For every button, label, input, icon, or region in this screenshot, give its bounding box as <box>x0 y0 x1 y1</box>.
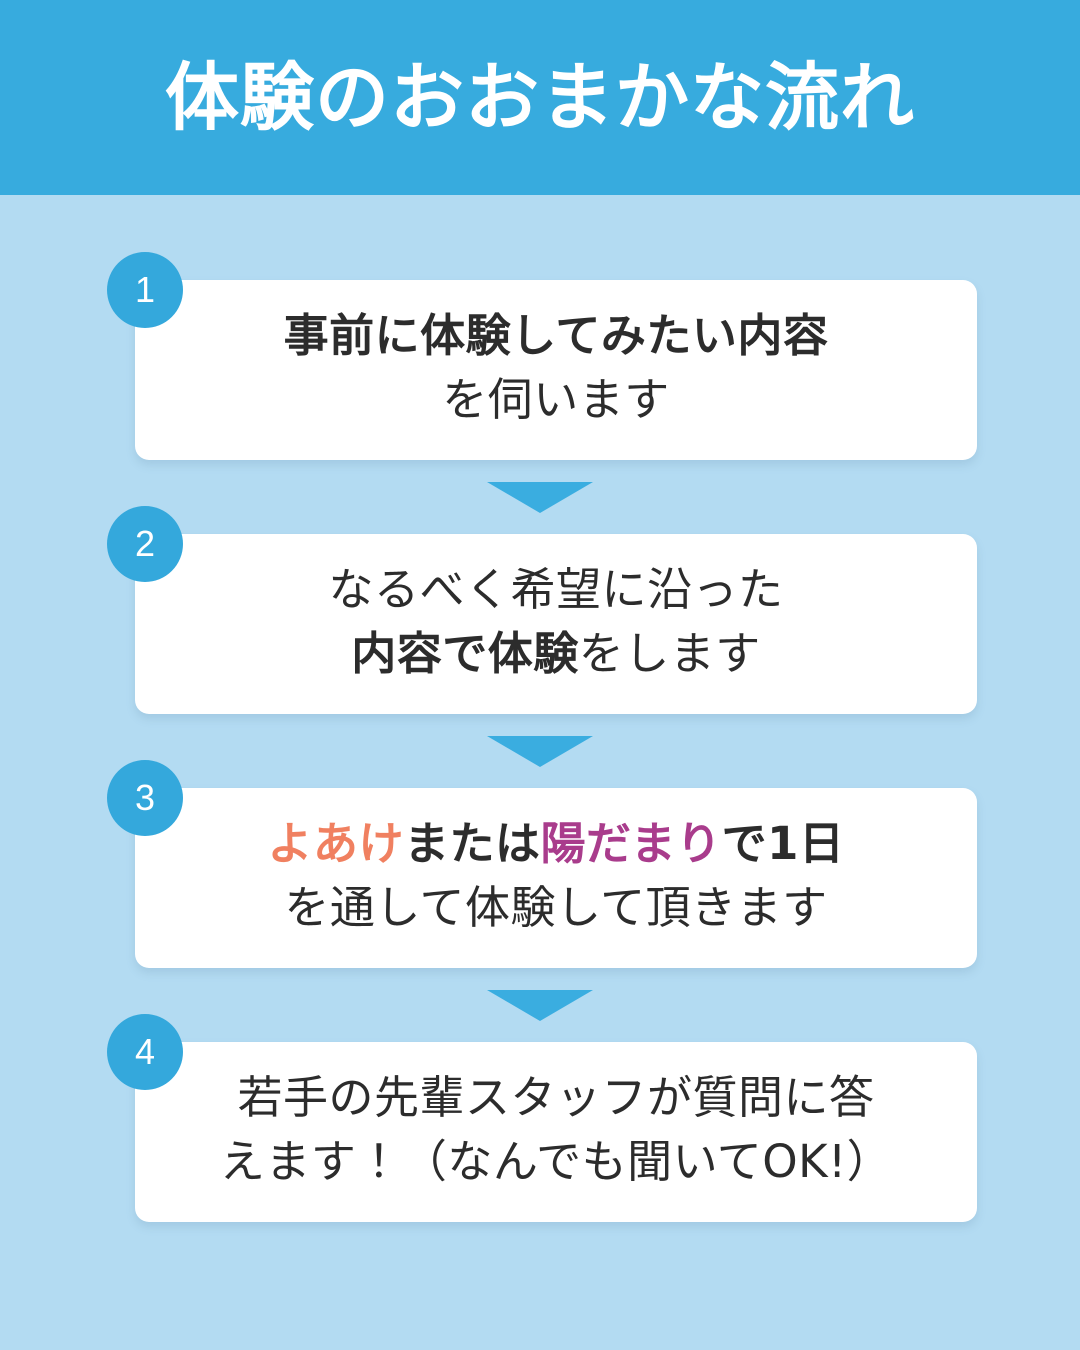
step-text-1: 事前に体験してみたい内容 を伺います <box>284 304 829 432</box>
step-text-3-highlight-hidamari: 陽だまり <box>540 817 722 871</box>
step-text-2-line2-part2: 体験 <box>487 627 579 680</box>
step-text-3: よあけまたは陽だまりで1日 を通して体験して頂きます <box>268 812 845 940</box>
step-text-2-line2-part3: をします <box>578 627 761 680</box>
step-text-2-line2-part1: 内容で <box>351 627 488 680</box>
page-title: 体験のおおまかな流れ <box>165 54 915 141</box>
step-text-2-line1: なるべく希望に沿った <box>328 563 784 617</box>
step-text-1-line1: 事前に体験してみたい内容 <box>283 309 829 363</box>
arrow-down-icon <box>487 989 593 1021</box>
step-card-4: 4 若手の先輩スタッフが質問に答 えます！（なんでも聞いてOK!） <box>107 1014 977 1222</box>
header-banner: 体験のおおまかな流れ <box>0 0 1080 195</box>
step-card-3: 3 よあけまたは陽だまりで1日 を通して体験して頂きます <box>107 760 977 968</box>
arrow-connector-2 <box>0 714 1080 788</box>
step-text-4-line2: えます！（なんでも聞いてOK!） <box>219 1135 893 1188</box>
step-row-4: 4 若手の先輩スタッフが質問に答 えます！（なんでも聞いてOK!） <box>107 1014 977 1222</box>
step-badge-2: 2 <box>107 506 183 582</box>
flow-diagram: 1 事前に体験してみたい内容 を伺います 2 なるべく希望に沿った 内容で体験を… <box>0 195 1080 1222</box>
step-text-3-line2: を通して体験して頂きます <box>284 881 828 934</box>
step-badge-3: 3 <box>107 760 183 836</box>
step-text-4-line1: 若手の先輩スタッフが質問に答 <box>237 1071 875 1125</box>
flow-step-2: 2 なるべく希望に沿った 内容で体験をします <box>0 506 1080 714</box>
step-text-2-line2: 内容で体験をします <box>328 622 783 686</box>
step-card-2: 2 なるべく希望に沿った 内容で体験をします <box>107 506 977 714</box>
arrow-down-icon <box>487 735 593 767</box>
step-badge-4: 4 <box>107 1014 183 1090</box>
flow-step-3: 3 よあけまたは陽だまりで1日 を通して体験して頂きます <box>0 760 1080 968</box>
step-badge-1: 1 <box>107 252 183 328</box>
flow-step-4: 4 若手の先輩スタッフが質問に答 えます！（なんでも聞いてOK!） <box>0 1014 1080 1222</box>
arrow-down-icon <box>487 481 593 513</box>
arrow-connector-1 <box>0 460 1080 534</box>
step-text-4: 若手の先輩スタッフが質問に答 えます！（なんでも聞いてOK!） <box>220 1066 892 1194</box>
step-text-3-line1-part4: で1日 <box>721 817 845 871</box>
step-text-3-line1: よあけまたは陽だまりで1日 <box>268 812 845 876</box>
step-card-1: 1 事前に体験してみたい内容 を伺います <box>107 252 977 460</box>
step-row-3: 3 よあけまたは陽だまりで1日 を通して体験して頂きます <box>107 760 977 968</box>
flow-step-1: 1 事前に体験してみたい内容 を伺います <box>0 252 1080 460</box>
step-text-2: なるべく希望に沿った 内容で体験をします <box>328 558 783 686</box>
step-row-2: 2 なるべく希望に沿った 内容で体験をします <box>107 506 977 714</box>
step-text-1-line2: を伺います <box>442 373 670 426</box>
step-row-1: 1 事前に体験してみたい内容 を伺います <box>107 252 977 460</box>
arrow-connector-3 <box>0 968 1080 1042</box>
step-text-3-highlight-yoake: よあけ <box>267 817 405 871</box>
step-text-3-line1-part2: または <box>404 817 541 871</box>
